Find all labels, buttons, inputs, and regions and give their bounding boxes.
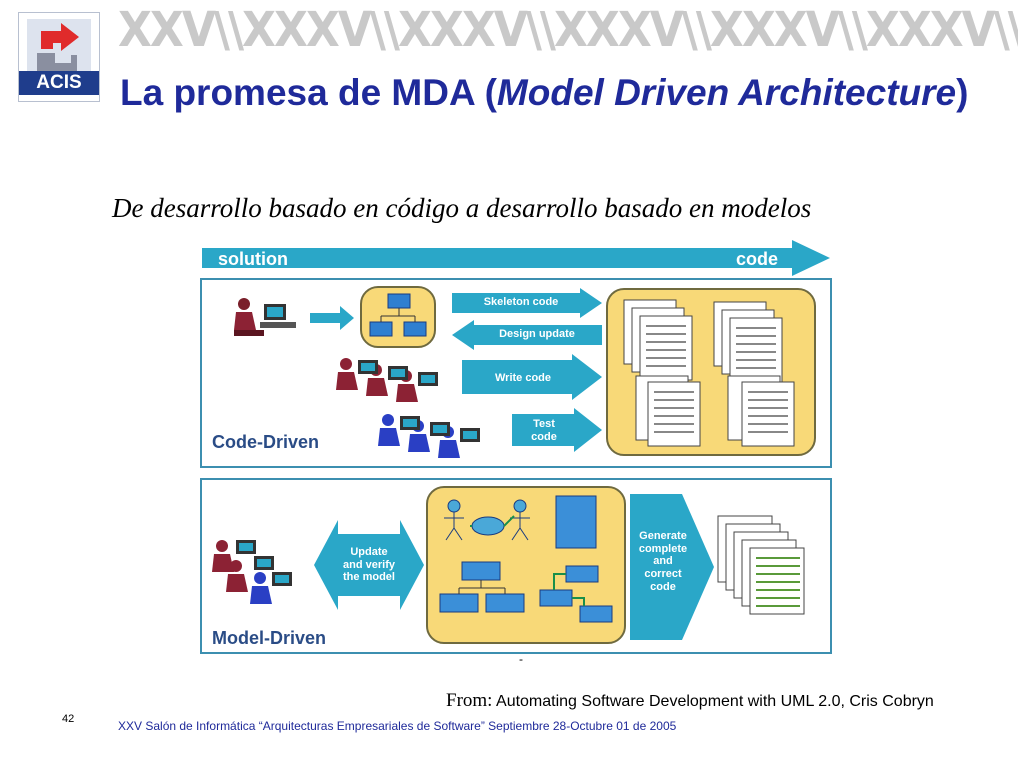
band-label-solution: solution bbox=[218, 249, 288, 269]
arrow-label-write-code: Write code bbox=[494, 372, 552, 384]
modeler-team-icon bbox=[212, 540, 292, 604]
generate-code-arrow bbox=[630, 494, 714, 640]
uml-diagrams-icon bbox=[439, 495, 613, 623]
band-label-code: code bbox=[736, 249, 779, 269]
diagram-dash: - bbox=[519, 652, 523, 666]
decorative-banner: XXV\\XXXV\\XXXV\\XXXV\\XXXV\\XXXV\\XXXV bbox=[118, 2, 1018, 59]
acis-logo: ACIS bbox=[18, 12, 100, 102]
from-label: From: bbox=[446, 690, 493, 711]
solution-code-band-arrow bbox=[202, 240, 830, 276]
code-listings-box bbox=[606, 288, 816, 456]
design-diagram-box bbox=[360, 286, 436, 348]
class-diagram-icon bbox=[369, 293, 427, 337]
skeleton-code-arrow bbox=[452, 288, 602, 318]
mda-diagram: solution code Skeleton code bbox=[196, 240, 836, 660]
title-part2: ) bbox=[956, 72, 969, 113]
arrow-label-test-code: Test code bbox=[531, 418, 557, 443]
code-driven-panel: Skeleton code Design update Write code T… bbox=[200, 278, 832, 468]
title-part1: La promesa de MDA ( bbox=[120, 72, 497, 113]
update-verify-double-arrow bbox=[314, 520, 424, 610]
footer-text: XXV Salón de Informática “Arquitecturas … bbox=[118, 719, 677, 733]
model-driven-label: Model-Driven bbox=[212, 628, 327, 648]
developer-team-icon bbox=[336, 358, 438, 402]
generated-code-pages-icon bbox=[717, 515, 805, 615]
model-driven-panel: Update and verify the model bbox=[200, 478, 832, 654]
from-text: Automating Software Development with UML… bbox=[496, 693, 934, 710]
tester-team-icon bbox=[378, 414, 480, 458]
page-number: 42 bbox=[62, 713, 75, 725]
design-update-arrow bbox=[452, 320, 602, 350]
developer-icon bbox=[234, 298, 296, 336]
arrow-label-update-verify: Update and verify the model bbox=[343, 546, 395, 584]
acis-arrow-logo-icon bbox=[27, 19, 91, 73]
model-diagrams-box bbox=[426, 486, 626, 644]
slide-subtitle: De desarrollo basado en código a desarro… bbox=[112, 193, 812, 223]
code-pages-icon bbox=[623, 299, 795, 447]
source-citation: From: Automating Software Development wi… bbox=[446, 690, 1006, 712]
write-code-arrow bbox=[462, 354, 602, 400]
title-italic: Model Driven Architecture bbox=[496, 72, 957, 113]
arrow-label-skeleton-code: Skeleton code bbox=[483, 296, 559, 308]
arrow-label-design-update: Design update bbox=[499, 328, 575, 340]
small-right-arrow bbox=[310, 306, 354, 330]
test-code-arrow bbox=[512, 408, 602, 452]
slide-title: La promesa de MDA (Model Driven Architec… bbox=[120, 72, 1000, 115]
code-driven-label: Code-Driven bbox=[212, 432, 320, 452]
arrow-label-generate-code: Generate complete and correct code bbox=[638, 530, 688, 593]
logo-text: ACIS bbox=[19, 71, 99, 95]
